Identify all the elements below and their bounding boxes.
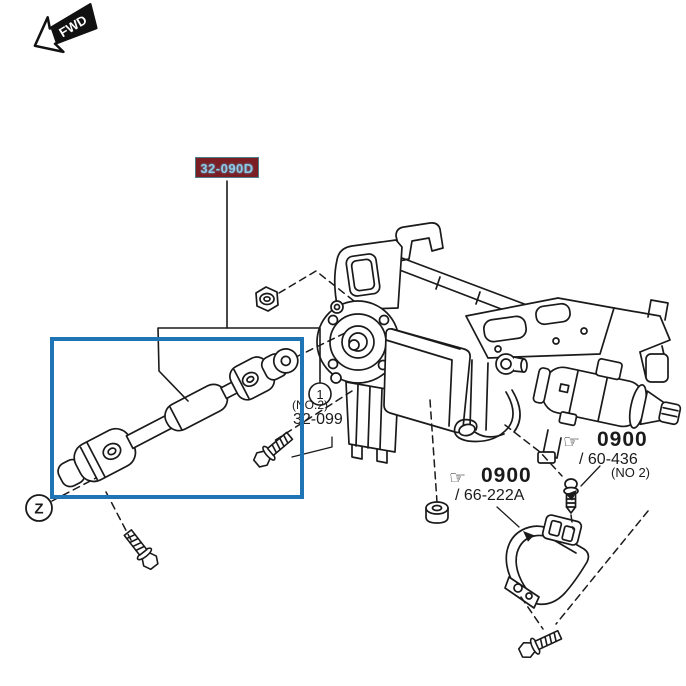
- callout-z-letter: Z: [34, 501, 43, 518]
- column-hole-cover-drawing: [504, 514, 590, 609]
- ref-66222a-section[interactable]: 0900: [481, 464, 532, 487]
- motor-flange-drawing: [316, 300, 400, 384]
- callout-1-part-code[interactable]: 32-099: [293, 411, 343, 428]
- callout-z-circle[interactable]: [25, 494, 53, 522]
- column-lock-housing-drawing: [532, 358, 682, 429]
- selected-part-code-label[interactable]: 32-090D: [195, 157, 259, 178]
- dashed-leader-lines: [51, 270, 649, 630]
- steering-column-drawing: [120, 222, 682, 662]
- selection-highlight-box: [50, 337, 304, 499]
- bolt-shaft-lower: [120, 526, 162, 573]
- nut-upper-drawing: [255, 286, 279, 312]
- bolt-bracket: [516, 626, 565, 662]
- leader-lines: [157, 180, 601, 528]
- ref-60436-code[interactable]: / 60-436: [579, 451, 638, 468]
- callout-1-number: 1: [316, 387, 323, 402]
- callout-markers: 1 Z: [25, 382, 332, 522]
- ref-60436-section[interactable]: 0900: [597, 428, 648, 451]
- leader-arrowheads: [523, 490, 577, 542]
- ref-60436-note: (NO 2): [611, 465, 650, 480]
- callout-1-circle[interactable]: [308, 382, 332, 406]
- nut-lower-drawing: [425, 501, 449, 524]
- ref-66222a-code[interactable]: / 66-222A: [455, 487, 525, 504]
- intermediate-shaft-drawing[interactable]: [51, 338, 305, 496]
- pointing-hand-icon: ☞: [563, 431, 581, 453]
- fwd-arrow-icon: FWD: [33, 3, 98, 54]
- fwd-arrow-tail: [50, 5, 96, 43]
- pointing-hand-icon: ☞: [449, 467, 467, 489]
